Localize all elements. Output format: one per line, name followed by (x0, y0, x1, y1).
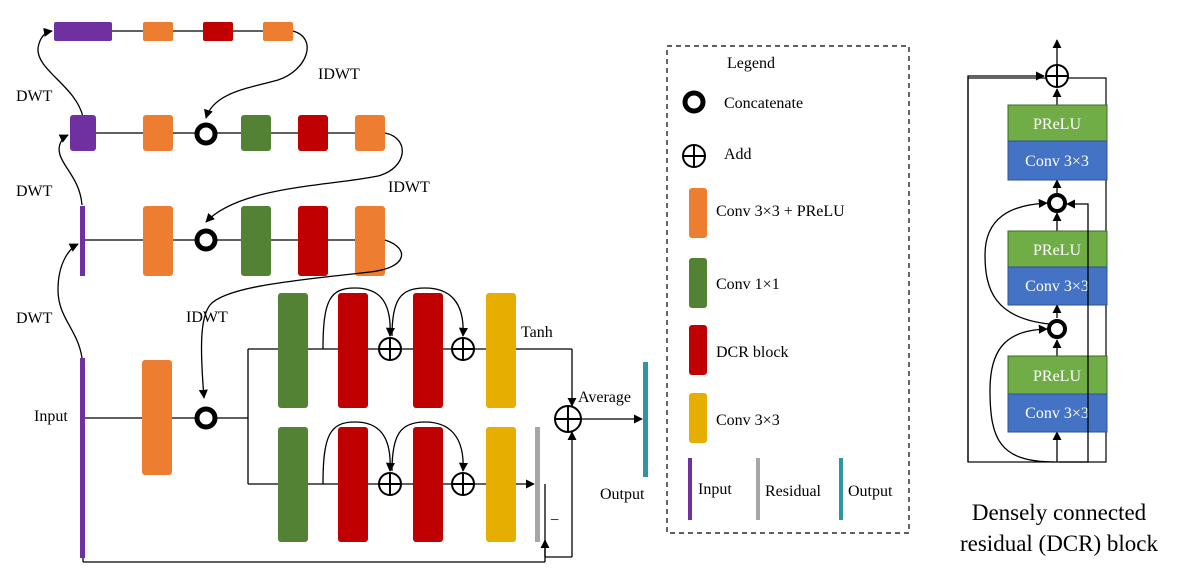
concatenate-node-l1 (194, 406, 218, 430)
idwt-label-l4: IDWT (318, 66, 360, 83)
tanh-label: Tanh (521, 324, 553, 341)
legend-title: Legend (727, 55, 775, 72)
minus-label: − (550, 512, 559, 529)
dcr-block-upper-2 (413, 293, 443, 408)
purple-wavelet-block-l3 (70, 115, 96, 151)
idwt-label-l2: IDWT (186, 309, 228, 326)
yellow-block-lower (486, 427, 516, 542)
dcr-block-lower-1 (338, 427, 368, 542)
concatenate-node-l2 (194, 228, 218, 252)
dcr-conv-3 (1007, 140, 1108, 181)
dcr-prelu-3-label: PReLU (1033, 116, 1081, 133)
orange-block-l2b (355, 206, 385, 276)
average-label: Average (578, 389, 631, 406)
dcr-add-node (1045, 64, 1069, 88)
main-network: IDWT DWT IDWT DWT (16, 22, 648, 563)
green-block-upper (278, 293, 308, 408)
dcr-block-lower-2 (413, 427, 443, 542)
level-4: IDWT (54, 22, 360, 119)
red-block-icon (689, 325, 707, 375)
dcr-conv-1 (1007, 393, 1108, 433)
legend-label-input: Input (698, 481, 732, 498)
orange-block-l3a (143, 115, 173, 151)
legend-label-conv3x3: Conv 3×3 (716, 412, 780, 429)
dcr-caption-line1: Densely connected (972, 500, 1147, 525)
legend-label-residual: Residual (765, 483, 822, 500)
red-block-l3 (298, 115, 328, 151)
orange-block-l3b (355, 115, 385, 151)
legend-label-dcr: DCR block (716, 344, 788, 361)
legend-label-conv1x1: Conv 1×1 (716, 276, 780, 293)
legend-label-output: Output (848, 483, 893, 500)
dcr-concatenate-2 (1047, 193, 1067, 213)
yellow-block-icon (689, 393, 707, 443)
red-block-l2 (298, 206, 328, 276)
gray-bar-icon (756, 458, 760, 520)
dcr-conv-1-label: Conv 3×3 (1025, 405, 1089, 422)
green-block-l3 (241, 115, 271, 151)
green-block-icon (689, 258, 707, 308)
dwt-label-l3: DWT (16, 88, 53, 105)
purple-wavelet-block-l4 (54, 22, 112, 41)
input-bar (80, 358, 85, 558)
level-3: DWT IDWT (16, 27, 430, 223)
green-block-l2 (241, 206, 271, 276)
dcr-conv-3-label: Conv 3×3 (1025, 153, 1089, 170)
orange-block-l4a (143, 22, 173, 41)
input-label: Input (34, 408, 68, 425)
dcr-concatenate-1 (1047, 319, 1067, 339)
orange-block-l1 (142, 360, 172, 475)
legend: Legend Concatenate Add Conv 3×3 + PReLU … (666, 45, 910, 534)
level-1: DWT Input Tanh (16, 243, 648, 563)
orange-block-icon (689, 188, 707, 238)
concatenate-icon (682, 90, 706, 114)
dcr-prelu-2 (1007, 230, 1108, 268)
purple-bar-icon (688, 458, 692, 520)
dcr-caption-line2: residual (DCR) block (960, 531, 1159, 556)
concatenate-node-l3 (194, 122, 218, 146)
dcr-conv-2-label: Conv 3×3 (1025, 278, 1089, 295)
orange-block-l2a (143, 206, 173, 276)
legend-label-concatenate: Concatenate (724, 95, 803, 112)
dcr-prelu-2-label: PReLU (1033, 242, 1081, 259)
legend-label-add: Add (724, 146, 752, 163)
green-block-lower (278, 427, 308, 542)
output-label: Output (600, 486, 645, 503)
add-icon (682, 144, 706, 168)
level-2: DWT IDWT (16, 134, 403, 399)
dcr-conv-2 (1007, 266, 1108, 306)
teal-bar-icon (839, 458, 843, 520)
yellow-block-upper (486, 293, 516, 408)
orange-block-l4b (263, 22, 293, 41)
dcr-prelu-1-label: PReLU (1033, 368, 1081, 385)
output-bar (643, 362, 648, 477)
dwt-label-l1: DWT (16, 310, 53, 327)
residual-bar (535, 427, 540, 542)
idwt-label-l3: IDWT (388, 179, 430, 196)
dwt-label-l2: DWT (16, 183, 53, 200)
legend-frame (666, 45, 910, 534)
dcr-block-upper-1 (338, 293, 368, 408)
dcr-block-detail: PReLU Conv 3×3 PReLU Conv 3×3 PReLU Conv… (960, 39, 1159, 556)
purple-wavelet-block-l2 (80, 206, 85, 276)
red-block-l4 (203, 22, 233, 41)
legend-label-conv-prelu: Conv 3×3 + PReLU (716, 203, 845, 220)
